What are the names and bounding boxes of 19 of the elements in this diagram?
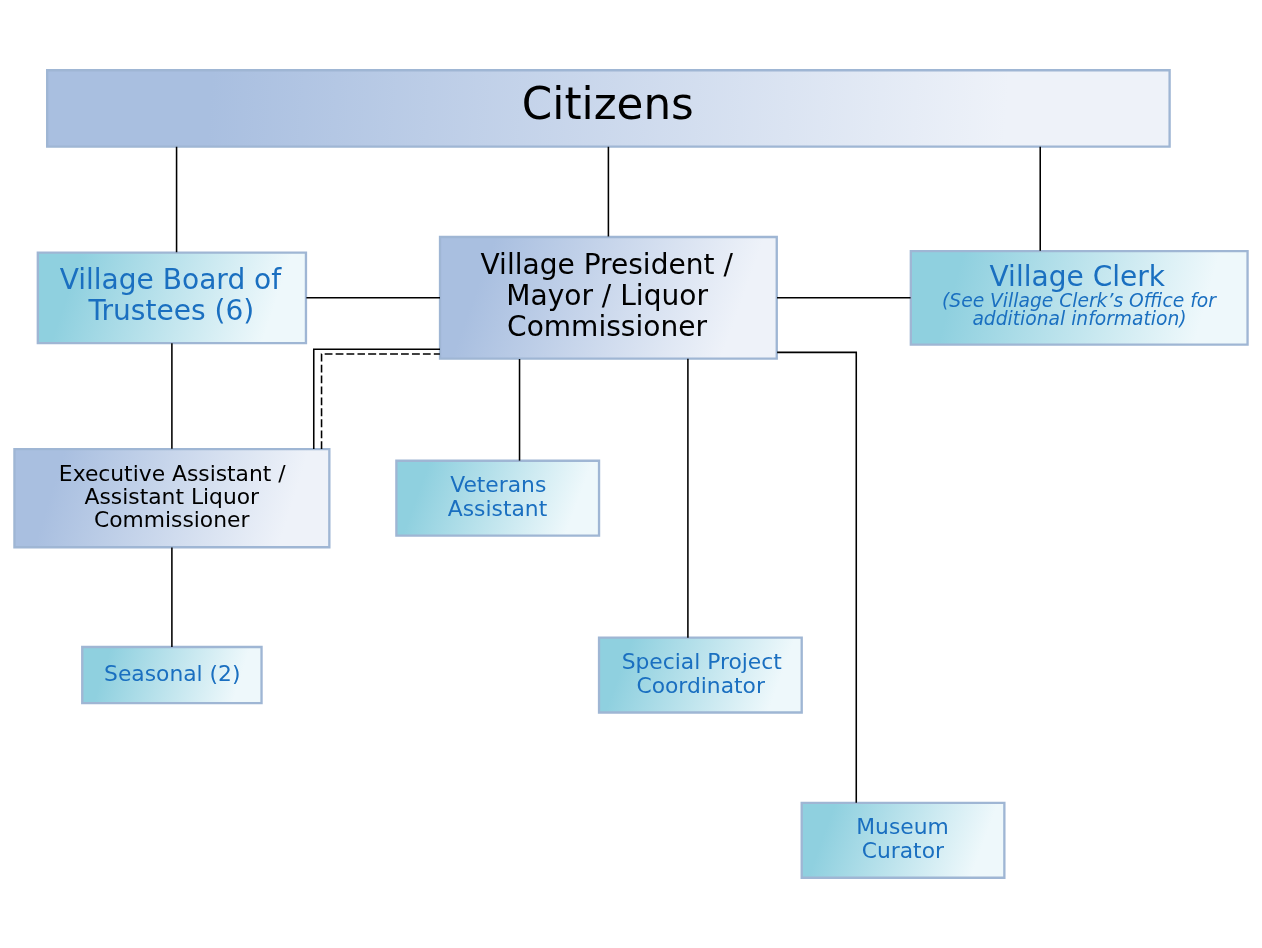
connector <box>171 342 173 450</box>
node-box: Special Project Coordinator <box>597 636 803 714</box>
connector <box>518 358 521 462</box>
connector <box>171 546 173 648</box>
node-box: Veterans Assistant <box>395 459 601 537</box>
connector <box>776 297 912 299</box>
connector <box>776 351 858 804</box>
node-box: Village President / Mayor / Liquor Commissioner <box>438 235 778 360</box>
connector <box>305 297 441 299</box>
connector <box>175 146 178 253</box>
node-box: Village Board of Trustees (6) <box>36 251 308 345</box>
node-box: Seasonal (2) <box>81 645 263 705</box>
node-box: Citizens <box>46 69 1171 148</box>
node-box: Executive Assistant / Assistant Liquor Commissioner <box>13 447 331 549</box>
connector <box>687 358 689 639</box>
connector <box>1039 146 1041 252</box>
node-box: Village Clerk (See Village Clerk’s Office for additional information) <box>909 249 1249 346</box>
node-box: Museum Curator <box>800 801 1006 879</box>
connector <box>607 146 610 238</box>
